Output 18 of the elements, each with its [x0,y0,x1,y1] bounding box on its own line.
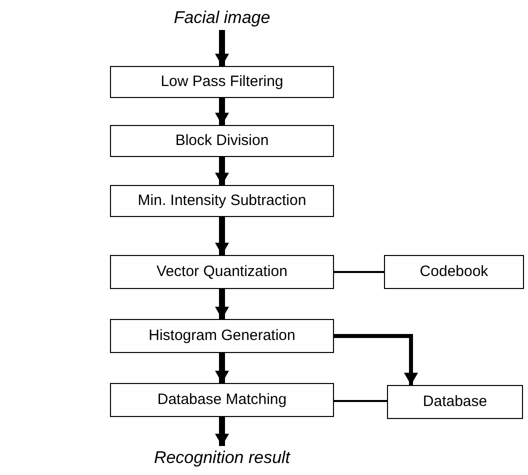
arrow [215,289,229,319]
arrow [215,353,229,383]
arrow [215,98,229,125]
process-box: Histogram Generation [110,319,334,353]
process-box: Low Pass Filtering [110,66,334,98]
process-box: Database [387,385,523,419]
arrow [215,157,229,185]
flow-text: Recognition result [130,446,314,470]
process-box: Block Division [110,125,334,157]
process-box: Min. Intensity Subtraction [110,185,334,217]
arrow [215,30,229,66]
process-box: Database Matching [110,383,334,417]
arrow [334,334,418,385]
arrow [215,417,229,446]
flow-text: Facial image [150,6,294,30]
arrow [215,217,229,255]
process-box: Vector Quantization [110,255,334,289]
process-box: Codebook [384,255,524,289]
